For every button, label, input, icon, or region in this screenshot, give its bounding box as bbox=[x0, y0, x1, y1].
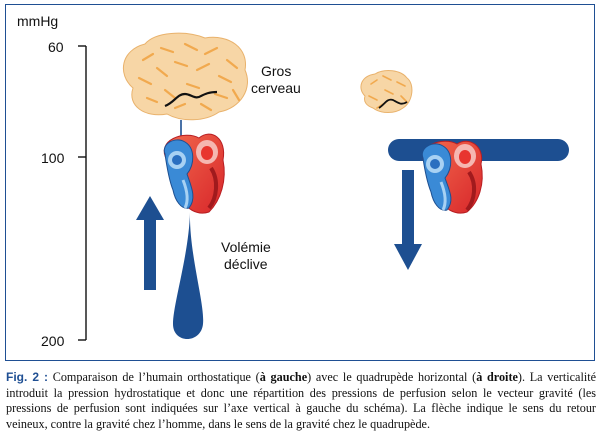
pressure-axis: mmHg 60 100 200 bbox=[17, 13, 87, 349]
caption-bold-left: à gauche bbox=[259, 370, 308, 384]
up-arrow-icon bbox=[136, 196, 164, 290]
figure-frame bbox=[5, 4, 595, 361]
diagram-canvas: mmHg 60 100 200 bbox=[17, 13, 569, 349]
brain-label-line2: cerveau bbox=[251, 80, 301, 96]
volemia-label-line1: Volémie bbox=[221, 239, 271, 255]
down-arrow-icon bbox=[394, 170, 422, 270]
brain-label-line1: Gros bbox=[261, 63, 291, 79]
axis-tick-200: 200 bbox=[41, 333, 65, 349]
figure-caption: Fig. 2 : Comparaison de l’humain orthost… bbox=[6, 370, 596, 432]
human-brain bbox=[123, 32, 248, 138]
volemia-label-line2: déclive bbox=[224, 256, 268, 272]
caption-part3: ). La verticalité introduit la pression … bbox=[6, 370, 597, 431]
quadruped-brain bbox=[360, 70, 413, 113]
human-heart bbox=[163, 133, 225, 214]
caption-part2: ) avec le quadrupède horizontal ( bbox=[307, 370, 477, 384]
caption-part1: Comparaison de l’humain orthostatique ( bbox=[48, 370, 260, 384]
caption-bold-right: à droite bbox=[476, 370, 518, 384]
axis-unit-label: mmHg bbox=[17, 13, 58, 29]
quadruped-heart bbox=[421, 140, 483, 214]
axis-tick-60: 60 bbox=[48, 39, 64, 55]
venous-blood-drop bbox=[173, 212, 204, 339]
caption-figure-label: Fig. 2 : bbox=[6, 370, 48, 384]
axis-tick-100: 100 bbox=[41, 150, 65, 166]
